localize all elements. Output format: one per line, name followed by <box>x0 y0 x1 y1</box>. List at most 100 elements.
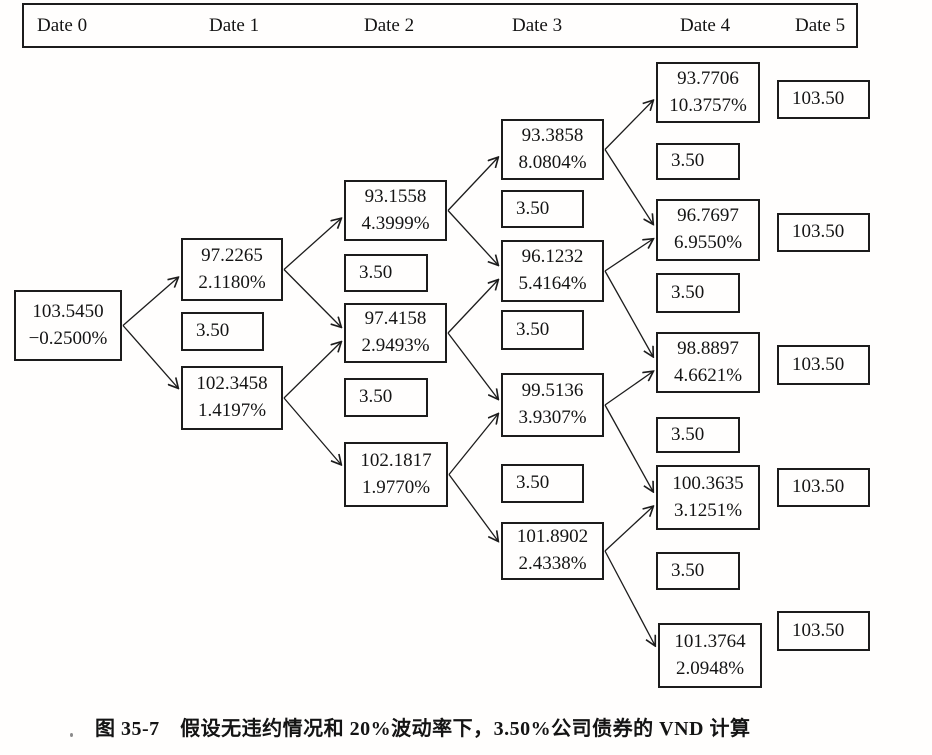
scan-artifact-dot <box>70 733 73 737</box>
date-label-4: Date 4 <box>680 14 731 36</box>
tree-arrow <box>283 269 341 328</box>
node-rate: 3.9307% <box>518 407 587 428</box>
node-value: 3.50 <box>516 318 550 340</box>
tree-arrow <box>283 219 341 270</box>
value-node-box: 96.1232 5.4164% <box>501 240 604 302</box>
coupon-box: 3.50 <box>501 190 584 228</box>
node-value: 103.50 <box>792 353 845 375</box>
value-node-box: 96.7697 6.9550% <box>656 199 760 261</box>
tree-arrow <box>283 342 341 399</box>
date-label-0: Date 0 <box>37 14 88 36</box>
value-node-box: 101.3764 2.0948% <box>658 623 762 688</box>
maturity-value-box: 103.50 <box>777 80 870 119</box>
node-value: 3.50 <box>196 320 230 342</box>
tree-arrow <box>604 149 653 225</box>
node-value: 97.2265 <box>201 244 263 266</box>
value-node-box: 98.8897 4.6621% <box>656 332 760 393</box>
maturity-value-box: 103.50 <box>777 345 870 385</box>
coupon-box: 3.50 <box>656 273 740 313</box>
coupon-box: 3.50 <box>656 417 740 453</box>
tree-arrow <box>448 414 498 475</box>
tree-arrow <box>122 278 178 326</box>
node-value: 93.7706 <box>677 67 739 89</box>
date-header-box: Date 0 Date 1 Date 2 Date 3 Date 4 Date … <box>22 3 858 48</box>
tree-arrow <box>447 280 498 334</box>
figure-caption: 图 35-7 假设无违约情况和 20%波动率下，3.50%公司债券的 VND 计… <box>95 718 751 740</box>
date-label-1: Date 1 <box>209 14 260 36</box>
node-rate: 8.0804% <box>518 151 587 173</box>
node-value: 3.50 <box>671 281 705 303</box>
value-node-box: 97.4158 2.9493% <box>344 303 447 363</box>
date-label-5: Date 5 <box>795 14 846 36</box>
date-label-2: Date 2 <box>364 14 415 36</box>
node-value: 103.50 <box>792 476 845 498</box>
node-value: 3.50 <box>359 386 393 408</box>
node-rate: 5.4164% <box>518 273 587 294</box>
tree-arrow <box>604 507 653 552</box>
tree-arrow <box>604 404 653 492</box>
maturity-value-box: 103.50 <box>777 468 870 507</box>
coupon-box: 3.50 <box>501 464 584 503</box>
node-value: 97.4158 <box>364 308 427 330</box>
node-rate: 2.9493% <box>361 335 430 356</box>
value-node-box: 102.3458 1.4197% <box>181 366 283 430</box>
node-value: 93.1558 <box>364 185 427 207</box>
node-value: 93.3858 <box>521 124 584 146</box>
node-value: 103.50 <box>792 221 845 243</box>
value-node-box: 103.5450 −0.2500% <box>14 290 122 361</box>
date-label-3: Date 3 <box>512 14 563 36</box>
node-rate: 6.9550% <box>673 232 743 253</box>
node-rate: 4.3999% <box>361 212 430 234</box>
coupon-box: 3.50 <box>181 312 264 351</box>
node-rate: 1.9770% <box>361 476 431 498</box>
node-rate: 1.4197% <box>197 400 267 421</box>
maturity-value-box: 103.50 <box>777 213 870 252</box>
value-node-box: 102.1817 1.9770% <box>344 442 448 507</box>
node-rate: 2.0948% <box>675 657 745 679</box>
node-value: 100.3635 <box>672 472 744 494</box>
tree-arrow <box>283 397 341 465</box>
node-value: 96.7697 <box>677 205 739 227</box>
node-rate: 2.4338% <box>518 553 587 574</box>
tree-arrow <box>604 372 653 406</box>
coupon-box: 3.50 <box>501 310 584 350</box>
tree-arrow <box>447 332 498 399</box>
node-value: 96.1232 <box>521 246 584 268</box>
node-rate: −0.2500% <box>28 327 108 349</box>
tree-arrow <box>604 270 653 357</box>
node-value: 101.3764 <box>674 630 746 652</box>
value-node-box: 101.8902 2.4338% <box>501 522 604 580</box>
tree-arrow <box>604 239 653 272</box>
coupon-box: 3.50 <box>344 254 428 292</box>
node-value: 103.50 <box>792 619 845 641</box>
node-value: 3.50 <box>359 261 393 283</box>
coupon-box: 3.50 <box>656 552 740 590</box>
tree-arrow <box>604 101 653 150</box>
node-value: 102.3458 <box>196 373 268 395</box>
node-rate: 4.6621% <box>673 364 743 386</box>
value-node-box: 99.5136 3.9307% <box>501 373 604 437</box>
tree-arrow <box>604 550 655 646</box>
node-value: 103.5450 <box>32 300 104 322</box>
value-node-box: 93.7706 10.3757% <box>656 62 760 123</box>
node-value: 3.50 <box>516 197 550 219</box>
tree-arrow <box>122 325 178 389</box>
node-value: 102.1817 <box>360 449 432 471</box>
tree-arrow <box>448 474 498 542</box>
value-node-box: 97.2265 2.1180% <box>181 238 283 301</box>
node-value: 99.5136 <box>521 380 584 402</box>
node-rate: 10.3757% <box>669 94 747 116</box>
value-node-box: 93.3858 8.0804% <box>501 119 604 180</box>
node-value: 3.50 <box>671 423 705 445</box>
tree-arrow <box>447 158 498 211</box>
node-value: 98.8897 <box>677 337 739 359</box>
node-value: 101.8902 <box>516 526 589 548</box>
coupon-box: 3.50 <box>344 378 428 417</box>
value-node-box: 93.1558 4.3999% <box>344 180 447 241</box>
node-value: 3.50 <box>516 472 550 494</box>
node-rate: 2.1180% <box>198 271 266 293</box>
maturity-value-box: 103.50 <box>777 611 870 651</box>
node-value: 3.50 <box>671 150 705 172</box>
